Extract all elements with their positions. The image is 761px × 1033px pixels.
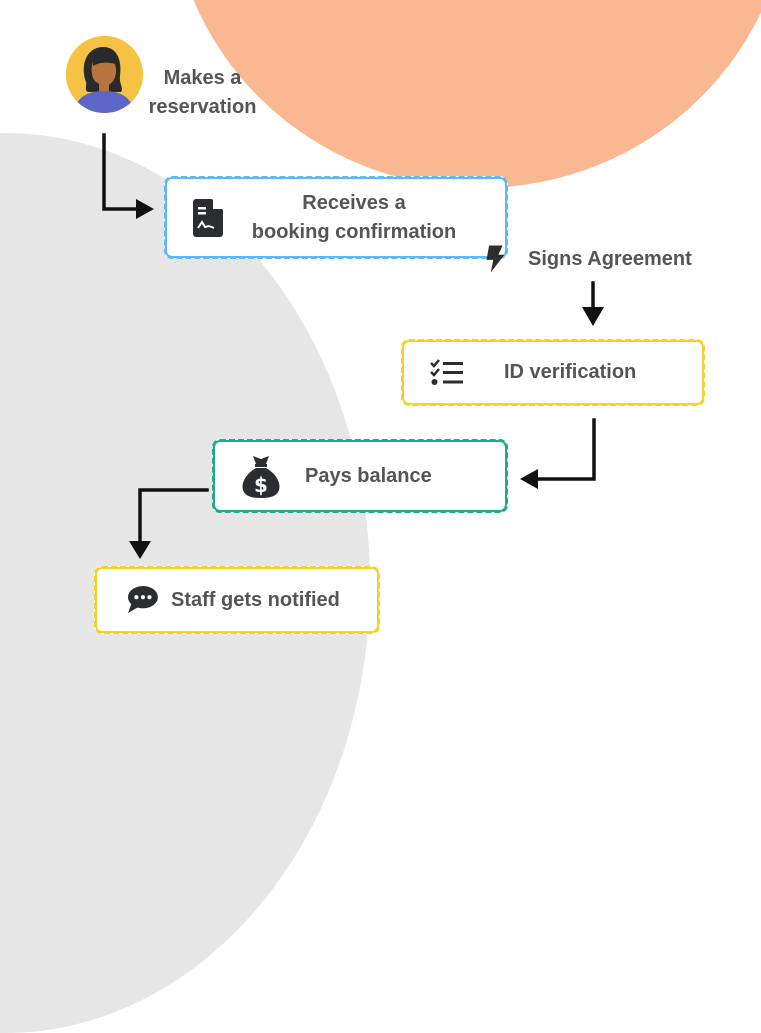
step-id-verification[interactable]: ID verification xyxy=(401,339,705,406)
chat-bubble-icon xyxy=(125,585,159,615)
money-bag-icon: $ xyxy=(241,454,281,498)
arrowhead-payment xyxy=(520,469,538,489)
arrowhead-id xyxy=(582,307,604,326)
lightning-bolt-icon xyxy=(482,243,508,275)
step-label: ID verification xyxy=(504,361,637,383)
step-label: Signs Agreement xyxy=(528,247,692,270)
step-booking-confirmation[interactable]: Receives a booking confirmation xyxy=(164,176,508,259)
arrow-id-to-payment xyxy=(533,418,596,481)
woman-avatar-icon xyxy=(66,36,143,113)
step-label: Staff gets notified xyxy=(171,588,340,611)
step-label-line-2: booking confirmation xyxy=(251,220,457,243)
step-label-line-1: Receives a xyxy=(302,191,406,214)
checklist-icon xyxy=(430,358,464,387)
step-label: Pays balance xyxy=(305,464,432,487)
step-signs-agreement[interactable]: Signs Agreement xyxy=(482,242,722,276)
step-pays-balance[interactable]: $ Pays balance xyxy=(212,439,508,513)
step-label: Receives a booking confirmation xyxy=(223,189,505,247)
step-staff-notified[interactable]: Staff gets notified xyxy=(94,566,380,634)
avatar xyxy=(66,36,143,113)
start-label: Makes a reservation xyxy=(148,67,257,118)
svg-text:$: $ xyxy=(254,473,268,497)
document-signature-icon xyxy=(193,198,223,237)
